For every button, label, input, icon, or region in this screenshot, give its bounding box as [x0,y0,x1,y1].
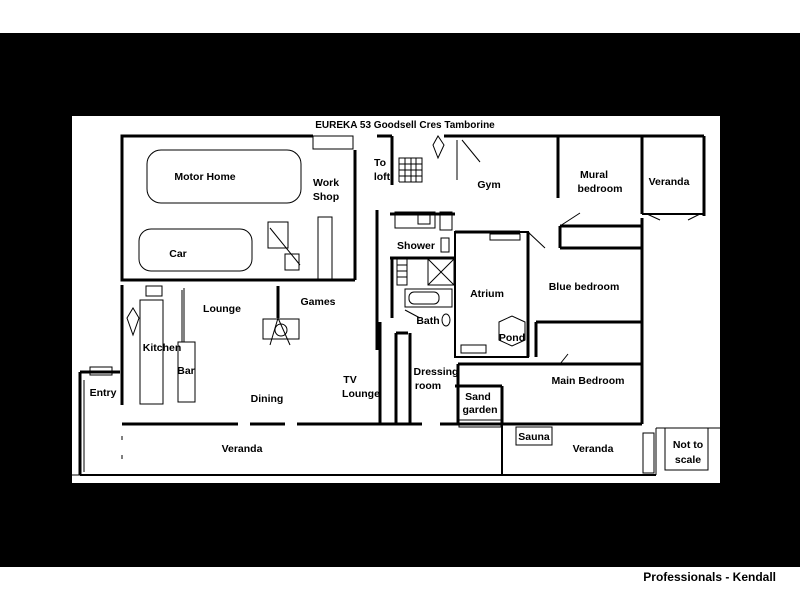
label-veranda-bottom-left: Veranda [222,443,263,455]
label-bar: Bar [177,365,195,377]
label-tv-lounge-1: TV [343,374,356,386]
label-workshop-1: Work [313,177,339,189]
label-motor-home: Motor Home [174,171,235,183]
room-labels: Motor Home Car Work Shop To loft Gym Mur… [90,157,704,466]
plan-title: EUREKA 53 Goodsell Cres Tamborine [315,120,495,131]
fixtures [72,135,720,476]
label-dining: Dining [251,393,284,405]
label-to-loft-1: To [374,157,386,169]
label-workshop-2: Shop [313,191,339,203]
label-pond: Pond [499,332,525,344]
label-dressing-room-2: room [415,380,441,392]
label-mural-bedroom-1: Mural [580,169,608,181]
label-bath: Bath [416,315,439,327]
label-veranda-top: Veranda [649,176,690,188]
label-main-bedroom: Main Bedroom [552,375,625,387]
label-sand-garden-1: Sand [465,391,491,403]
label-mural-bedroom-2: bedroom [578,183,623,195]
label-to-loft-2: loft [374,171,391,183]
car-outline [138,228,253,272]
label-dressing-room-1: Dressing [414,366,459,378]
label-sauna: Sauna [518,431,550,443]
label-blue-bedroom: Blue bedroom [549,281,620,293]
plan-paper [72,116,720,483]
label-gym: Gym [477,179,500,191]
label-car: Car [169,248,187,260]
agency-footer: Professionals - Kendall [643,570,776,584]
label-games: Games [300,296,335,308]
motor-home-outline [146,149,302,204]
scale-note-line-1: Not to [673,439,703,451]
scale-note-line-2: scale [675,454,701,466]
label-lounge: Lounge [203,303,241,315]
label-kitchen: Kitchen [143,342,182,354]
walls [78,134,706,476]
label-tv-lounge-2: Lounge [342,388,380,400]
label-shower: Shower [397,240,435,252]
label-atrium: Atrium [470,288,504,300]
label-entry: Entry [90,387,117,399]
label-veranda-bottom-right: Veranda [573,443,614,455]
label-sand-garden-2: garden [462,404,497,416]
